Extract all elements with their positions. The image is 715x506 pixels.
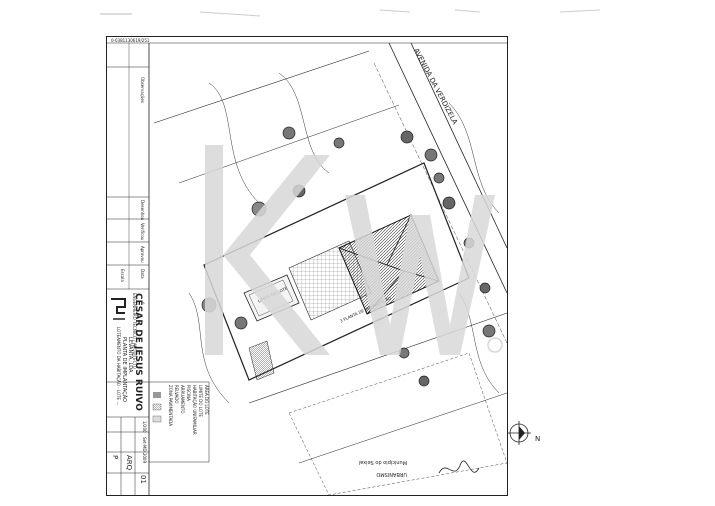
side-label-5: Escala <box>120 269 125 282</box>
date-value: Set-MD 2009 <box>142 437 147 463</box>
side-label-0: Observações <box>140 77 145 103</box>
sheet-letter: P <box>111 455 119 460</box>
signature <box>438 460 480 474</box>
sheet-reference: 0-0381130619/251 <box>111 38 150 43</box>
sheet-number: 01 <box>139 475 147 484</box>
scale-value: 1/200 <box>142 421 147 433</box>
legend-swatch <box>153 392 161 398</box>
side-label-2: Verificou <box>140 223 145 241</box>
side-label-3: Aprovou <box>140 246 145 263</box>
company-name: LEVANTA, LDA. <box>127 337 133 374</box>
side-label-1: Desenhou <box>140 200 145 221</box>
urbanization-label: URBANISMO <box>376 471 407 477</box>
project-description: LOTEAMENTO DA HABITAÇÃO - LOTE ... <box>116 327 121 406</box>
side-label-4: Data <box>140 269 145 279</box>
drawing-sheet: 0-0381130619/251 CÉSAR DE JESUS RUIVO <box>106 36 540 496</box>
north-arrow <box>507 421 531 445</box>
municipal-label: Município do Seixal <box>358 459 407 465</box>
sheet-type: ARQ <box>125 455 133 471</box>
plan-title: PLANTA DE IMPLANTAÇÃO <box>121 337 127 402</box>
scan-marks <box>100 9 601 17</box>
north-label: N <box>535 435 541 443</box>
legend-frame <box>148 381 210 463</box>
pool <box>243 274 300 322</box>
